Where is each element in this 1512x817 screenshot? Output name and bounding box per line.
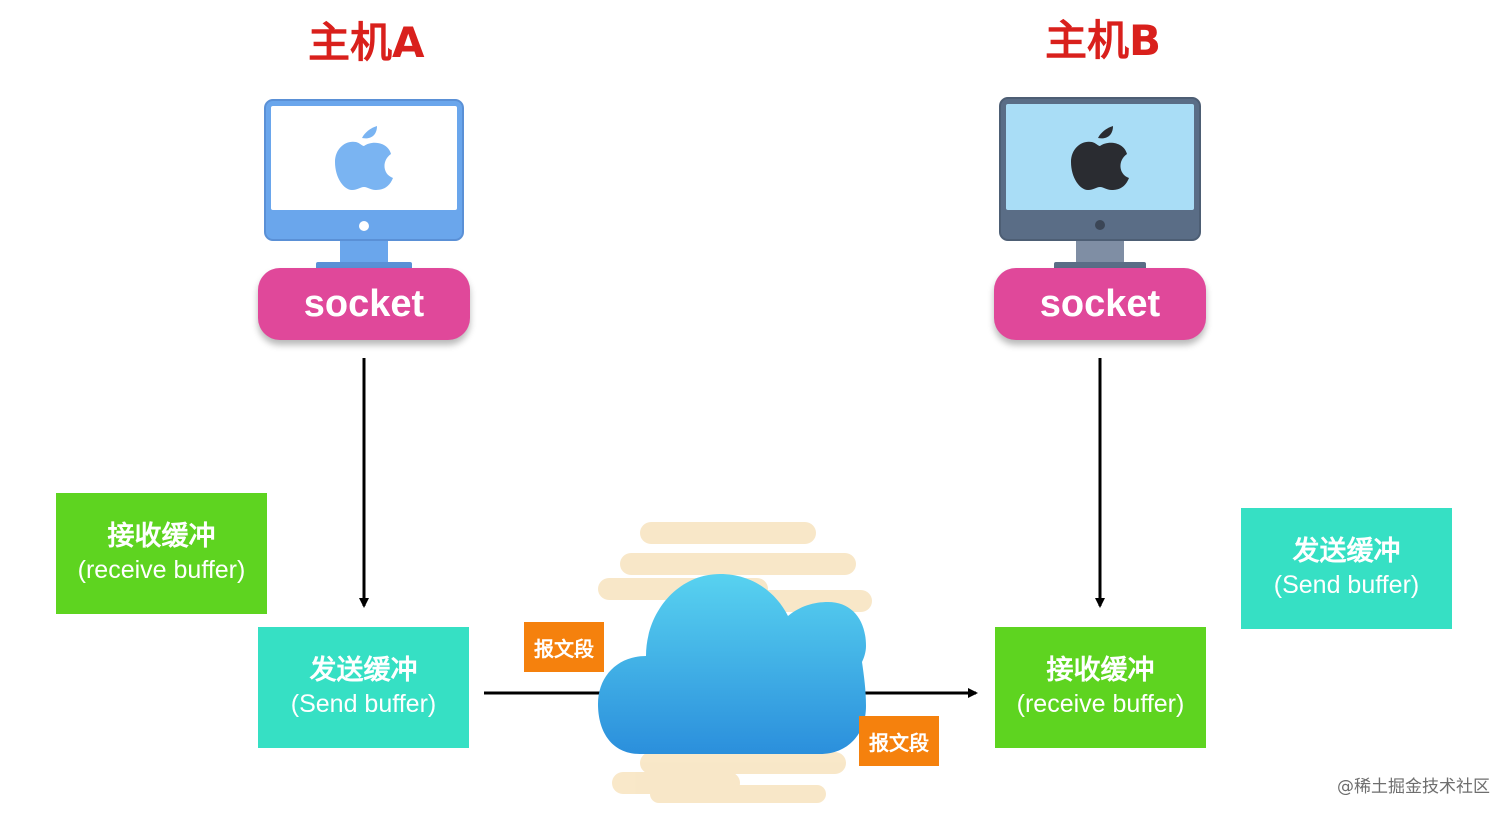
host-b-send-buffer: 发送缓冲 (Send buffer) (1241, 508, 1452, 629)
host-a-send-buffer-en: (Send buffer) (290, 689, 437, 718)
segment-label-outgoing: 报文段 (524, 622, 604, 672)
host-a-receive-buffer: 接收缓冲 (receive buffer) (56, 493, 267, 614)
host-b-receive-buffer-zh: 接收缓冲 (1046, 654, 1155, 686)
apple-logo-a-icon (335, 126, 393, 190)
apple-logo-b-icon (1071, 126, 1129, 190)
host-b-send-buffer-zh: 发送缓冲 (1292, 535, 1401, 567)
host-b-title: 主机B (1045, 16, 1162, 65)
host-b-send-buffer-en: (Send buffer) (1273, 570, 1420, 599)
watermark: @稀土掘金技术社区 (1337, 777, 1490, 797)
host-a-receive-buffer-zh: 接收缓冲 (107, 520, 216, 552)
monitor-a-icon (264, 99, 464, 270)
host-b-receive-buffer-en: (receive buffer) (1016, 689, 1185, 718)
host-a-send-buffer: 发送缓冲 (Send buffer) (258, 627, 469, 748)
cloud-icon (598, 574, 866, 754)
host-a-send-buffer-zh: 发送缓冲 (309, 654, 418, 686)
socket-a-button[interactable]: socket (258, 268, 470, 340)
segment-label-incoming: 报文段 (859, 716, 939, 766)
monitor-b-icon (999, 97, 1201, 270)
host-a-title: 主机A (308, 18, 425, 67)
host-a-receive-buffer-en: (receive buffer) (77, 555, 246, 584)
socket-b-button[interactable]: socket (994, 268, 1206, 340)
host-b-receive-buffer: 接收缓冲 (receive buffer) (995, 627, 1206, 748)
